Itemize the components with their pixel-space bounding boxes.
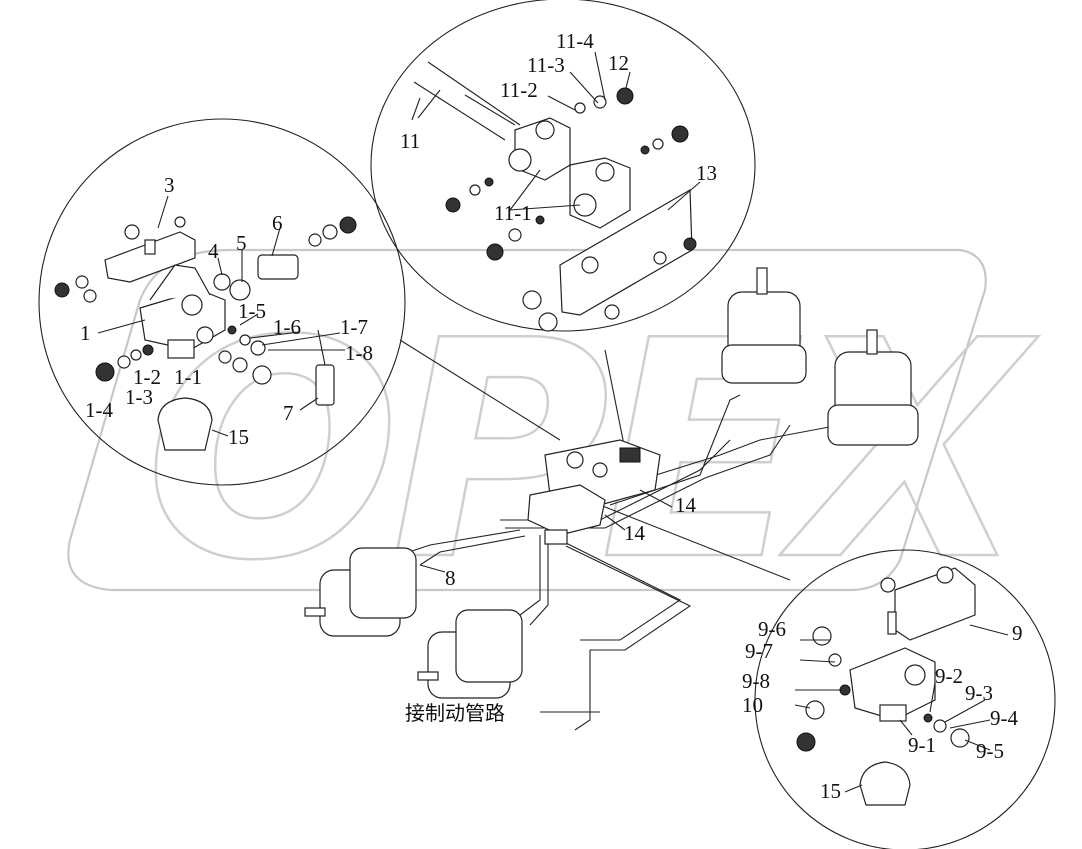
label-15-left: 15 xyxy=(228,425,249,449)
label-11-1: 11-2 xyxy=(500,78,538,102)
brake-line-label: 接制动管路 xyxy=(405,701,505,725)
label-9: 9-1 xyxy=(908,733,936,757)
label-11: 11-1 xyxy=(494,201,532,225)
detail-circle-bottom-right xyxy=(754,549,1056,849)
brake-chamber-top-1 xyxy=(721,267,807,384)
label-14: 14 xyxy=(675,493,697,517)
label-2: 3 xyxy=(164,173,175,197)
brake-chamber-bottom-1 xyxy=(304,547,417,637)
label-10: 11 xyxy=(400,129,420,153)
label-15-bottom: 15 xyxy=(820,779,841,803)
label-8: 9 xyxy=(1012,621,1023,645)
label-4: 5 xyxy=(236,231,247,255)
label-1-2: 1-2 xyxy=(133,365,161,389)
label-1: 1 xyxy=(80,321,91,345)
brake-chamber-bottom-2 xyxy=(417,609,523,699)
label-9-4: 9-5 xyxy=(976,739,1004,763)
label-1-3: 1-3 xyxy=(125,385,153,409)
label-5: 6 xyxy=(272,211,283,235)
label-11-3: 11-4 xyxy=(556,29,594,53)
label-9-3: 9-4 xyxy=(990,706,1018,730)
main-assembly xyxy=(304,267,919,731)
label-9-8: 10 xyxy=(742,693,763,717)
label-7: 8 xyxy=(445,566,456,590)
label-9-5: 9-6 xyxy=(758,617,786,641)
label-3: 4 xyxy=(208,239,219,263)
label-1-1: 1-1 xyxy=(174,365,202,389)
brake-chamber-top-2 xyxy=(827,329,919,446)
label-1-5: 1-5 xyxy=(238,299,266,323)
label-6: 7 xyxy=(283,401,294,425)
label-1-8: 1-8 xyxy=(345,341,373,365)
label-9-6: 9-7 xyxy=(745,639,773,663)
label-1-4: 1-4 xyxy=(85,398,113,422)
label-1-6: 1-6 xyxy=(273,315,301,339)
detail-circle-top xyxy=(370,0,756,332)
part-labels: 3 1 4 5 6 1-5 1-6 1-7 1-8 1-2 1-1 1-3 1-… xyxy=(80,29,1023,803)
valve-11-group xyxy=(413,61,697,332)
detail-circle-left xyxy=(38,118,406,486)
label-9-7: 9-8 xyxy=(742,669,770,693)
label-11-4: 12 xyxy=(608,51,629,75)
leader-lines xyxy=(97,51,1009,793)
relay-valve-1-group xyxy=(54,216,357,451)
label-12: 13 xyxy=(696,161,717,185)
connector-lines xyxy=(399,339,791,581)
label-1-7: 1-7 xyxy=(340,315,368,339)
valve-block-13-14 xyxy=(527,439,661,545)
label-9-2: 9-3 xyxy=(965,681,993,705)
label-9-1: 9-2 xyxy=(935,664,963,688)
label-13: 14 xyxy=(624,521,646,545)
label-11-2: 11-3 xyxy=(527,53,565,77)
relay-valve-9-group xyxy=(796,566,976,806)
